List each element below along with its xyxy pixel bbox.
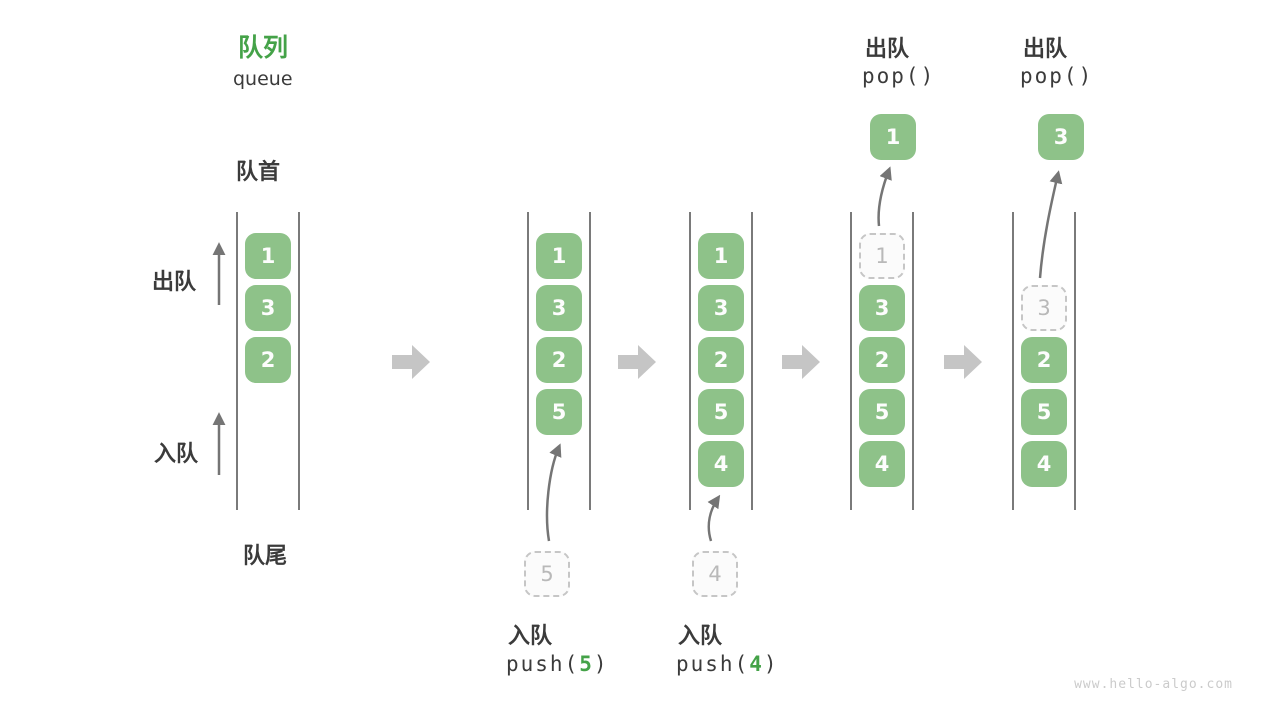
- op-pop2-code: pop(): [1020, 64, 1094, 88]
- op-pop1-code: pop(): [862, 64, 936, 88]
- queue-element: 2: [536, 337, 582, 383]
- queue-element: 5: [698, 389, 744, 435]
- op-push4-label: 入队: [678, 624, 723, 649]
- code-suffix: ): [763, 652, 779, 676]
- step-arrows: [392, 345, 982, 379]
- queue-element: 5: [859, 389, 905, 435]
- dequeue-side-label: 出队: [152, 270, 197, 295]
- queue-element: 3: [245, 285, 291, 331]
- queue-element: 2: [245, 337, 291, 383]
- queue-element: 4: [698, 441, 744, 487]
- direction-arrows: [212, 166, 1063, 542]
- queue-element: 3: [859, 285, 905, 331]
- code-prefix: push(: [676, 652, 750, 676]
- op-push5-code: push(5): [506, 652, 609, 676]
- op-pop2-label: 出队: [1023, 37, 1068, 62]
- queue-element: 4: [859, 441, 905, 487]
- queue-element: 5: [536, 389, 582, 435]
- watermark: www.hello-algo.com: [1074, 677, 1233, 692]
- code-prefix: push(: [506, 652, 580, 676]
- queue-rear-label: 队尾: [243, 544, 288, 569]
- queue-element: 1: [698, 233, 744, 279]
- queue-walls: [236, 212, 1076, 510]
- code-arg: 4: [749, 652, 764, 676]
- incoming-element: 4: [692, 551, 738, 597]
- step-arrow-icon: [944, 345, 982, 379]
- push5-arrow-icon: [545, 443, 562, 542]
- step-arrow-icon: [392, 345, 430, 379]
- removed-element: 1: [859, 233, 905, 279]
- code-arg: 5: [579, 652, 594, 676]
- pop1-arrow-icon: [877, 166, 892, 227]
- queue-element: 4: [1021, 441, 1067, 487]
- queue-element: 5: [1021, 389, 1067, 435]
- popped-element: 1: [870, 114, 916, 160]
- step-arrow-icon: [618, 345, 656, 379]
- code-suffix: ): [593, 652, 609, 676]
- page-title: 队列: [238, 33, 289, 62]
- queue-element: 1: [245, 233, 291, 279]
- op-push4-code: push(4): [676, 652, 779, 676]
- step-arrow-icon: [782, 345, 820, 379]
- push4-arrow-icon: [707, 494, 721, 542]
- incoming-element: 5: [524, 551, 570, 597]
- queue-element: 1: [536, 233, 582, 279]
- pop2-arrow-icon: [1038, 170, 1063, 279]
- op-pop1-label: 出队: [865, 37, 910, 62]
- enqueue-side-label: 入队: [154, 442, 199, 467]
- queue-element: 2: [1021, 337, 1067, 383]
- queue-element: 2: [859, 337, 905, 383]
- queue-element: 3: [536, 285, 582, 331]
- op-push5-label: 入队: [508, 624, 553, 649]
- popped-element: 3: [1038, 114, 1084, 160]
- page-subtitle: queue: [233, 68, 293, 90]
- removed-element: 3: [1021, 285, 1067, 331]
- queue-element: 2: [698, 337, 744, 383]
- queue-front-label: 队首: [236, 160, 281, 185]
- queue-element: 3: [698, 285, 744, 331]
